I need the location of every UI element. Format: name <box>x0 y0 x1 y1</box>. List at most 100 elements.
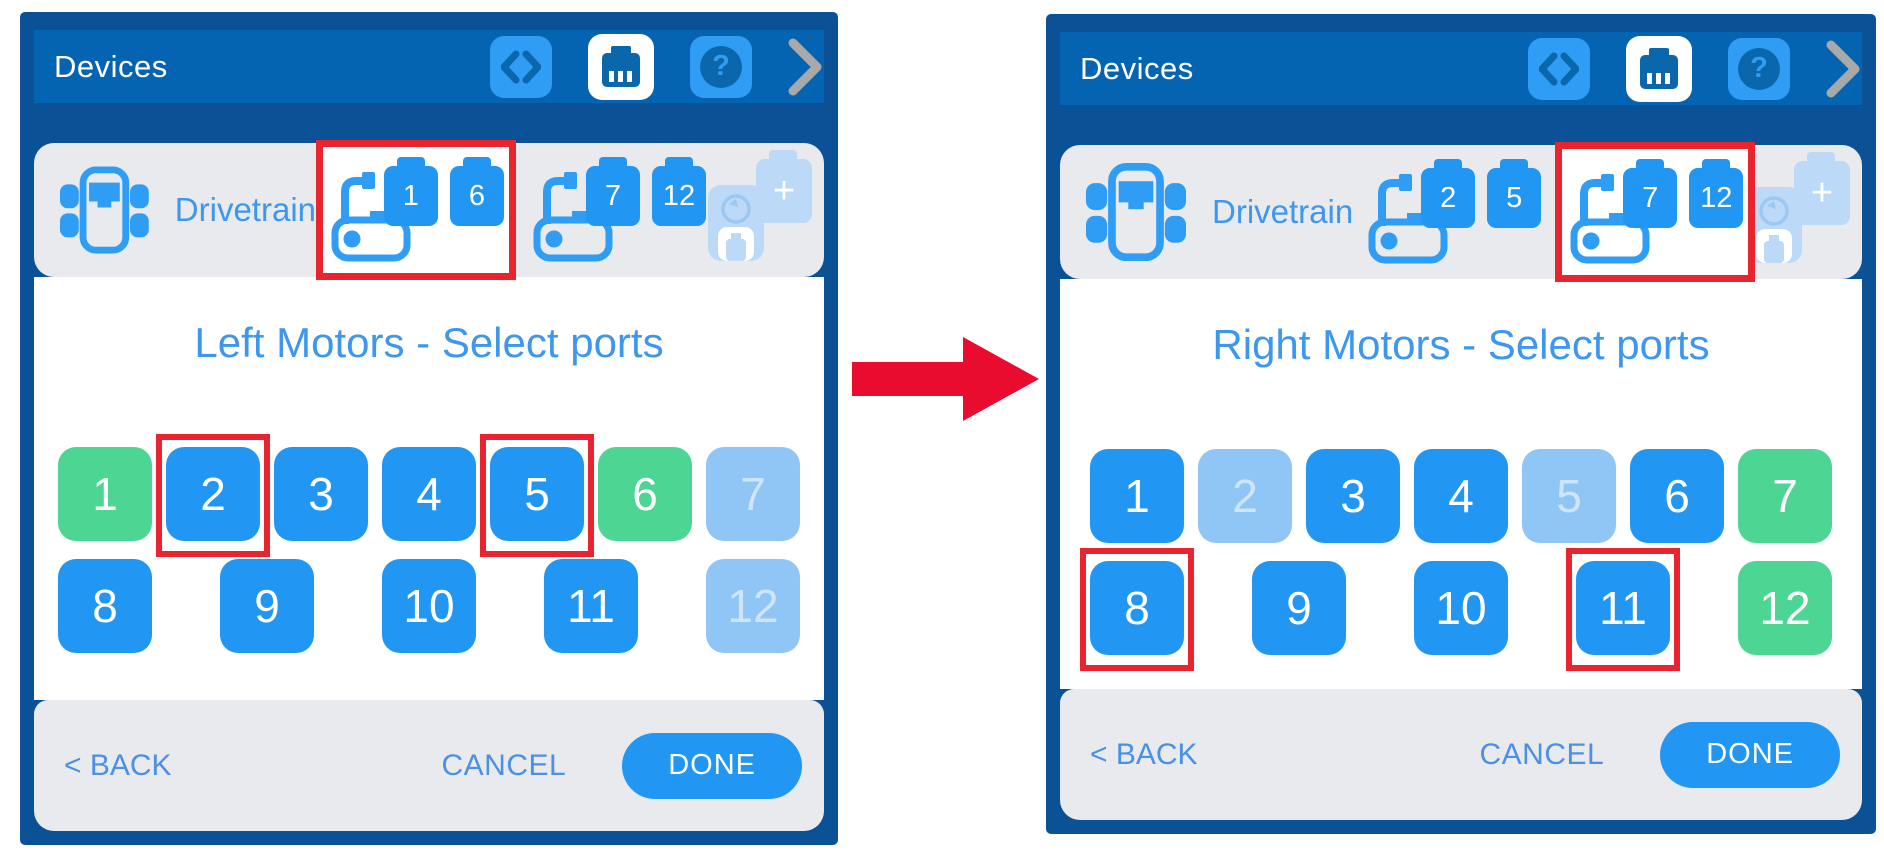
port-cell: 1 <box>1090 449 1184 543</box>
port-button-9[interactable]: 9 <box>1252 561 1346 655</box>
gyro-device-icon <box>1746 187 1802 263</box>
port-cell: 11 <box>1566 548 1680 671</box>
motor-port-badge: 1 <box>384 157 438 226</box>
done-button[interactable]: DONE <box>1660 721 1840 788</box>
help-icon[interactable]: ? <box>1728 37 1790 100</box>
port-button-9[interactable]: 9 <box>220 559 314 653</box>
port-cell: 2 <box>1198 449 1292 543</box>
port-button-7[interactable]: 7 <box>1738 449 1832 543</box>
brain-port-icon[interactable] <box>588 33 654 100</box>
port-button-8[interactable]: 8 <box>1090 561 1184 655</box>
motor-port-badge: 12 <box>652 157 706 226</box>
port-button-6[interactable]: 6 <box>598 447 692 541</box>
motor-port-badge: 2 <box>1421 159 1476 228</box>
add-device-button[interactable]: + <box>706 150 812 263</box>
motor-port-badge: 6 <box>450 157 504 226</box>
port-cell: 7 <box>706 447 800 541</box>
back-button[interactable]: < BACK <box>64 748 172 782</box>
gyro-device-icon <box>708 185 764 261</box>
code-icon[interactable] <box>490 35 552 98</box>
port-cell: 3 <box>1306 449 1400 543</box>
add-port-badge: + <box>756 150 812 223</box>
port-cell: 12 <box>1738 561 1832 655</box>
port-button-10[interactable]: 10 <box>1414 561 1508 655</box>
port-button-7: 7 <box>706 447 800 541</box>
expand-chevron-icon[interactable] <box>1826 40 1860 98</box>
back-button[interactable]: < BACK <box>1090 737 1198 771</box>
port-cell: 9 <box>1252 561 1346 655</box>
header-toolbar: ? <box>1528 35 1860 102</box>
motor-port-badge: 5 <box>1487 159 1542 228</box>
port-button-3[interactable]: 3 <box>274 447 368 541</box>
brain-port-icon[interactable] <box>1626 35 1692 102</box>
port-button-8[interactable]: 8 <box>58 559 152 653</box>
select-ports-title: Left Motors - Select ports <box>194 319 664 366</box>
transition-right-arrow-icon <box>852 333 1042 430</box>
motor-icon <box>1368 174 1448 264</box>
expand-chevron-icon[interactable] <box>788 38 822 96</box>
cancel-button[interactable]: CANCEL <box>1479 737 1605 771</box>
help-glyph: ? <box>700 45 742 88</box>
port-button-1[interactable]: 1 <box>1090 449 1184 543</box>
page-title: Devices <box>1080 50 1194 86</box>
port-cell: 5 <box>1522 449 1616 543</box>
footer-bar: < BACK CANCEL DONE <box>34 700 824 831</box>
port-button-6[interactable]: 6 <box>1630 449 1724 543</box>
device-config-panel-right: Devices ? <box>1046 14 1876 834</box>
port-cell: 10 <box>382 559 476 653</box>
port-cell: 4 <box>382 447 476 541</box>
port-button-11[interactable]: 11 <box>544 559 638 653</box>
port-cell: 8 <box>1080 548 1194 671</box>
drivetrain-icon <box>1086 162 1186 262</box>
port-cell: 11 <box>544 559 638 653</box>
cancel-button[interactable]: CANCEL <box>441 748 567 782</box>
footer-bar: < BACK CANCEL DONE <box>1060 689 1862 820</box>
port-cell: 4 <box>1414 449 1508 543</box>
page-title: Devices <box>54 48 168 84</box>
motor-icon <box>331 172 411 262</box>
device-config-panel-left: Devices ? <box>20 12 838 845</box>
header-bar: Devices ? <box>1060 32 1862 105</box>
motor-icon <box>533 172 613 262</box>
port-cell: 3 <box>274 447 368 541</box>
port-button-2[interactable]: 2 <box>166 447 260 541</box>
motor-port-badge: 7 <box>586 157 640 226</box>
port-button-3[interactable]: 3 <box>1306 449 1400 543</box>
port-cell: 6 <box>1630 449 1724 543</box>
add-device-button[interactable]: + <box>1744 152 1850 265</box>
motor-port-badge: 7 <box>1623 159 1678 228</box>
port-button-1[interactable]: 1 <box>58 447 152 541</box>
port-button-11[interactable]: 11 <box>1576 561 1670 655</box>
code-icon[interactable] <box>1528 37 1590 100</box>
port-button-12[interactable]: 12 <box>1738 561 1832 655</box>
port-cell: 12 <box>706 559 800 653</box>
help-glyph: ? <box>1738 47 1780 90</box>
port-cell: 5 <box>480 434 594 557</box>
select-ports-title: Right Motors - Select ports <box>1212 321 1710 368</box>
done-button[interactable]: DONE <box>622 732 802 799</box>
add-port-badge: + <box>1794 152 1850 225</box>
port-button-2: 2 <box>1198 449 1292 543</box>
port-button-5[interactable]: 5 <box>490 447 584 541</box>
help-icon[interactable]: ? <box>690 35 752 98</box>
port-button-4[interactable]: 4 <box>382 447 476 541</box>
port-cell: 2 <box>156 434 270 557</box>
port-button-10[interactable]: 10 <box>382 559 476 653</box>
drivetrain-label: Drivetrain <box>1212 193 1354 230</box>
port-cell: 6 <box>598 447 692 541</box>
port-button-4[interactable]: 4 <box>1414 449 1508 543</box>
port-cell: 8 <box>58 559 152 653</box>
port-cell: 7 <box>1738 449 1832 543</box>
header-bar: Devices ? <box>34 30 824 103</box>
